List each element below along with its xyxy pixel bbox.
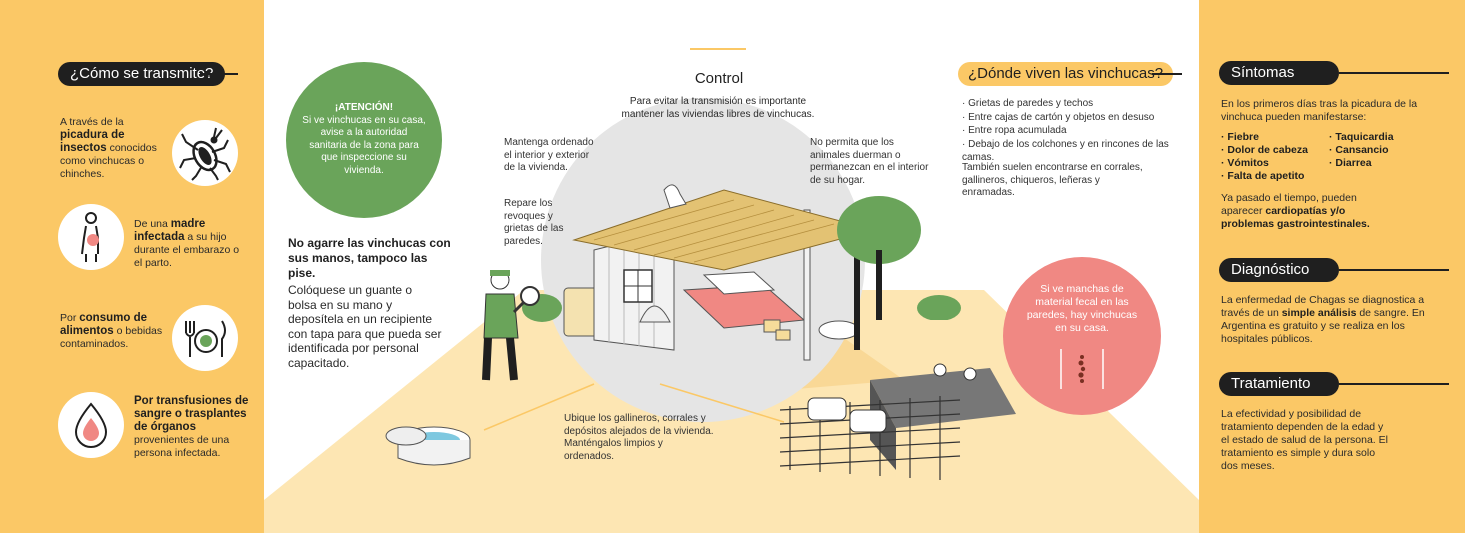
treatment-header: Tratamiento	[1219, 372, 1339, 396]
symptom-item: · Falta de apetito	[1221, 170, 1305, 182]
where-list: · Grietas de paredes y techos · Entre ca…	[962, 97, 1192, 165]
attention-body: Si ve vinchucas en su casa, avise a la a…	[302, 114, 426, 176]
where-item: · Debajo de los colchones y en rincones …	[962, 138, 1169, 164]
fecal-stain-icon	[1060, 349, 1104, 389]
tree-illustration	[837, 196, 921, 320]
symptoms-list-1: · Fiebre · Dolor de cabeza · Vómitos · F…	[1221, 131, 1331, 183]
tip-corrals: Ubique los gallineros, corrales y depósi…	[564, 413, 714, 462]
symptoms-list-2: · Taquicardia · Cansancio · Diarrea	[1329, 131, 1439, 170]
control-title: Control	[694, 70, 744, 87]
blood-drop-icon	[58, 392, 124, 458]
transmission-item-transfusion: Por transfusiones de sangre o trasplante…	[134, 395, 249, 459]
attention-circle: ¡ATENCIÓN! Si ve vinchucas en su casa, a…	[286, 62, 442, 218]
treatment-text: La efectividad y posibilidad de tratamie…	[1221, 408, 1388, 472]
where-item: · Entre cajas de cartón y objetos en des…	[962, 111, 1155, 123]
bush-icon	[917, 295, 961, 320]
symptom-item: · Diarrea	[1329, 157, 1372, 169]
diagnosis-rule	[1339, 269, 1449, 271]
control-section: ¡ATENCIÓN! Si ve vinchucas en su casa, a…	[264, 0, 1199, 533]
well-illustration	[385, 426, 471, 466]
symptom-item: · Taquicardia	[1329, 131, 1394, 143]
symptoms-later: Ya pasado el tiempo, pueden aparecer car…	[1221, 192, 1370, 230]
pregnant-mother-icon	[58, 204, 124, 270]
symptoms-header: Síntomas	[1219, 61, 1339, 85]
symptom-item: · Fiebre	[1221, 131, 1259, 143]
food-plate-icon	[172, 305, 238, 371]
symptom-item: · Cansancio	[1329, 144, 1389, 156]
distance-arrows	[483, 383, 785, 431]
corral-illustration	[780, 363, 1016, 480]
symptom-item: · Vómitos	[1221, 157, 1269, 169]
transmission-panel: ¿Cómo se transmite? A través de la picad…	[0, 0, 264, 533]
where-item: · Grietas de paredes y techos	[962, 98, 1094, 109]
tip-order: Mantenga ordenado el interior y exterior…	[504, 137, 594, 173]
symptom-item: · Dolor de cabeza	[1221, 144, 1308, 156]
diagnosis-header: Diagnóstico	[1219, 258, 1339, 282]
house-illustration	[522, 184, 876, 361]
warning-text: No agarre las vinchucas con sus manos, t…	[288, 236, 451, 280]
transmission-item-mother: De una madre infectada a su hijo durante…	[134, 218, 240, 269]
where-extra: También suelen encontrarse en corrales, …	[962, 162, 1143, 198]
instructions-text: Colóquese un guante o bolsa en su mano y…	[288, 283, 442, 370]
person-with-magnifier	[482, 270, 540, 381]
transmission-item-food: Por consumo de alimentos o bebidas conta…	[60, 312, 163, 350]
where-item: · Entre ropa acumulada	[962, 125, 1067, 136]
transmission-item-bite: A través de la picadura de insectos cono…	[60, 116, 157, 180]
fecal-circle: Si ve manchas de material fecal en las p…	[1003, 257, 1161, 415]
tip-animals: No permita que los animales duerman o pe…	[810, 137, 929, 186]
fecal-text: Si ve manchas de material fecal en las p…	[1026, 283, 1138, 334]
header-rule	[200, 73, 238, 75]
symptoms-rule	[1339, 72, 1449, 74]
where-header: ¿Dónde viven las vinchucas?	[958, 62, 1174, 86]
transmission-header: ¿Cómo se transmite?	[58, 62, 226, 86]
attention-title: ¡ATENCIÓN!	[334, 102, 394, 113]
where-rule	[1152, 73, 1182, 75]
treatment-rule	[1339, 383, 1449, 385]
diagnosis-text: La enfermedad de Chagas se diagnostica a…	[1221, 294, 1425, 345]
control-subtitle: Para evitar la transmisión es importante…	[621, 96, 815, 120]
tip-walls: Repare los revoques y grietas de las par…	[504, 198, 564, 247]
insect-icon	[172, 120, 238, 186]
health-panel: Síntomas En los primeros días tras la pi…	[1199, 0, 1465, 533]
control-rule	[690, 48, 746, 50]
symptoms-intro: En los primeros días tras la picadura de…	[1221, 98, 1418, 123]
